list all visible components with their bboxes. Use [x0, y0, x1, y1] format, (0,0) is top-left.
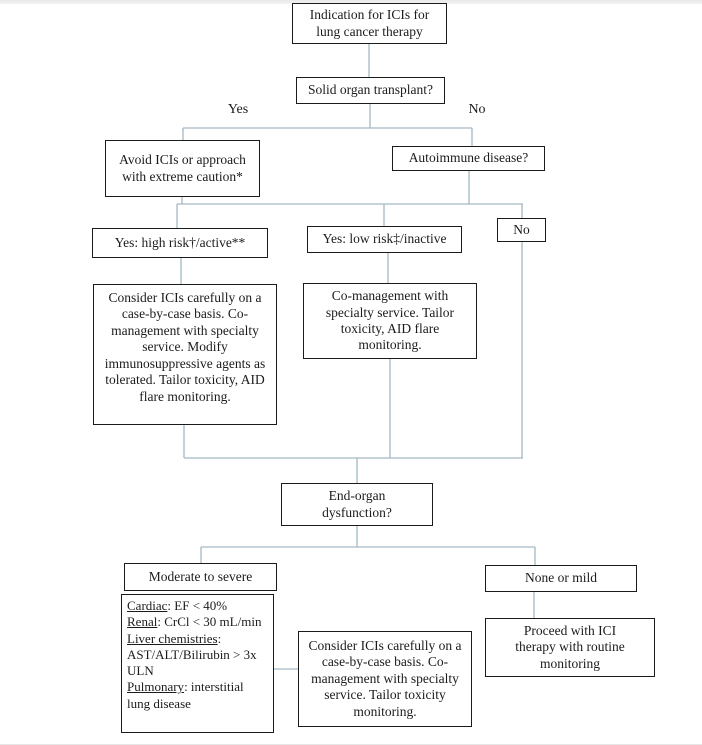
criteria-item-renal-rest: : CrCl < 30 mL/min [157, 614, 262, 630]
criteria-item-liver: Liver chemistries: AST/ALT/Bilirubin > 3… [127, 631, 268, 680]
criteria-item-cardiac: Cardiac: EF < 40% [127, 598, 227, 614]
node-severity-criteria: Cardiac: EF < 40% Renal: CrCl < 30 mL/mi… [121, 594, 274, 733]
criteria-item-pulmonary-head: Pulmonary [127, 679, 185, 695]
node-autoimmune-disease: Autoimmune disease? [392, 146, 545, 171]
node-yes-high-risk-active: Yes: high risk†/active** [92, 228, 268, 258]
criteria-item-renal: Renal: CrCl < 30 mL/min [127, 614, 261, 630]
node-autoimmune-no: No [497, 218, 546, 242]
node-comanagement-text: Co-management with specialty service. Ta… [325, 288, 455, 353]
node-moderate-to-severe: Moderate to severe [124, 563, 277, 591]
node-none-or-mild-text: None or mild [525, 570, 597, 586]
page-edge [0, 0, 702, 4]
node-consider-icis-long-text: Consider ICIs carefully on a case-by-cas… [104, 290, 266, 404]
node-autoimmune-disease-text: Autoimmune disease? [408, 150, 529, 166]
node-solid-organ-transplant-text: Solid organ transplant? [308, 82, 433, 98]
criteria-item-cardiac-rest: : EF < 40% [167, 598, 228, 613]
node-indication-text: Indication for ICIs for lung cancer ther… [309, 7, 430, 39]
node-proceed-with-ici-text: Proceed with ICI therapy with routine mo… [515, 622, 625, 671]
node-end-organ-dysfunction: End-organ dysfunction? [281, 483, 433, 526]
node-yes-low-risk-inactive-text: Yes: low risk‡/inactive [322, 231, 447, 247]
node-consider-icis-short-text: Consider ICIs carefully on a case-by-cas… [308, 637, 462, 719]
node-none-or-mild: None or mild [485, 565, 637, 592]
node-end-organ-dysfunction-text: End-organ dysfunction? [322, 488, 392, 520]
edge-label-no: No [462, 102, 492, 118]
criteria-item-pulmonary: Pulmonary: interstitial lung disease [127, 679, 268, 712]
criteria-item-renal-head: Renal [127, 614, 158, 630]
edge-label-yes-text: Yes [227, 102, 249, 117]
criteria-item-cardiac-head: Cardiac [127, 598, 168, 613]
node-indication: Indication for ICIs for lung cancer ther… [292, 3, 447, 44]
node-yes-low-risk-inactive: Yes: low risk‡/inactive [307, 226, 462, 253]
criteria-item-liver-head: Liver chemistries [127, 630, 218, 646]
node-avoid-icis: Avoid ICIs or approach with extreme caut… [105, 140, 260, 197]
node-comanagement: Co-management with specialty service. Ta… [303, 283, 477, 359]
node-solid-organ-transplant: Solid organ transplant? [296, 77, 445, 104]
connector-paths [176, 44, 536, 670]
node-avoid-icis-text: Avoid ICIs or approach with extreme caut… [119, 152, 246, 184]
node-autoimmune-no-text: No [513, 221, 530, 237]
node-moderate-to-severe-text: Moderate to severe [148, 568, 253, 584]
node-proceed-with-ici: Proceed with ICI therapy with routine mo… [485, 618, 655, 677]
node-yes-high-risk-active-text: Yes: high risk†/active** [114, 234, 246, 250]
node-consider-icis-short: Consider ICIs carefully on a case-by-cas… [298, 631, 472, 727]
node-consider-icis-long: Consider ICIs carefully on a case-by-cas… [93, 284, 277, 425]
criteria-item-liver-rest: : AST/ALT/Bilirubin > 3x ULN [127, 630, 257, 679]
edge-label-no-text: No [468, 102, 486, 117]
criteria-item-pulmonary-rest: : interstitial lung disease [127, 679, 244, 711]
edge-label-yes: Yes [222, 102, 254, 118]
